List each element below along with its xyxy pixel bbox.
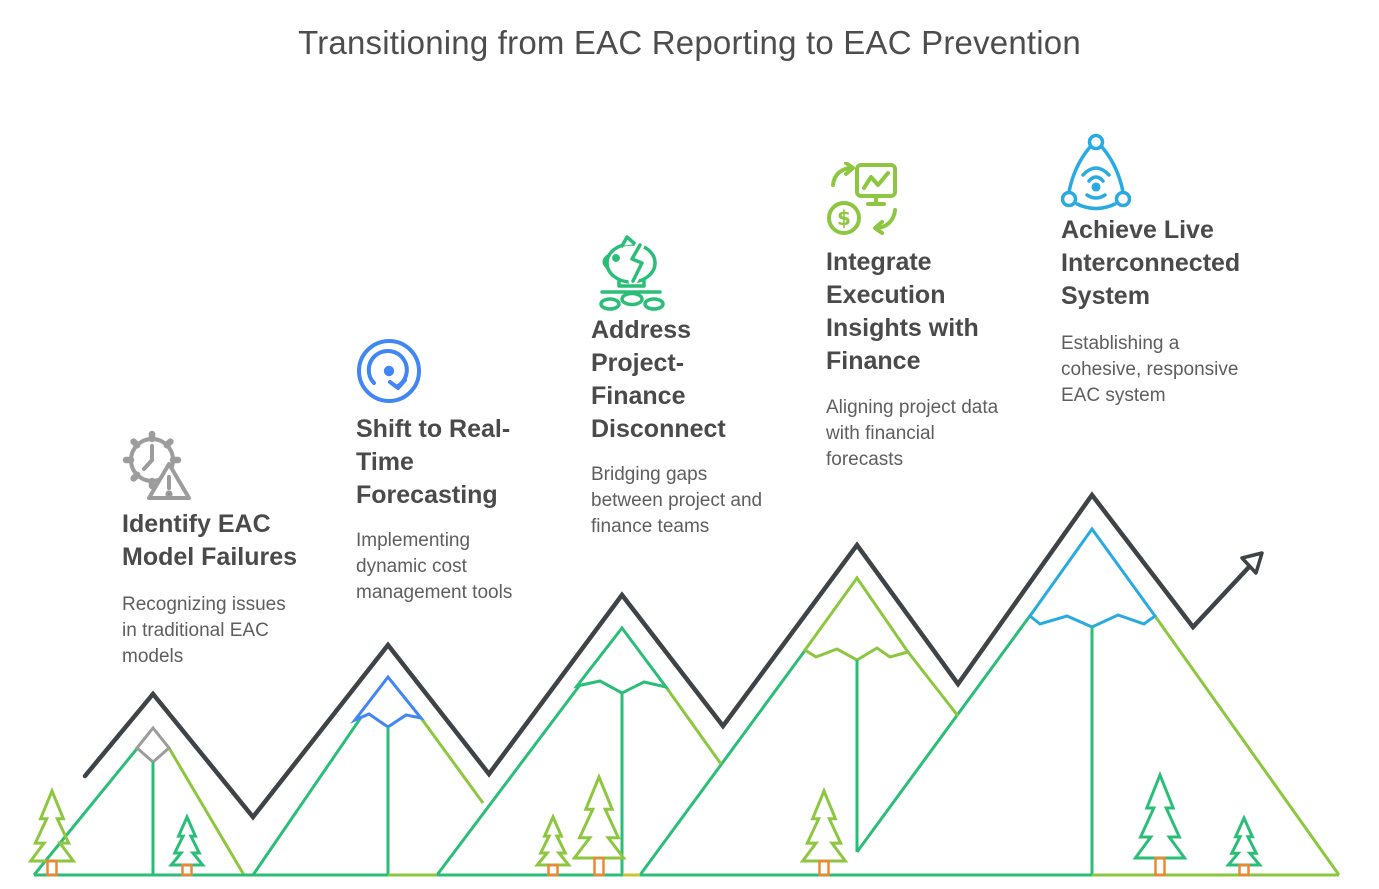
stage-title: Address Project- Finance Disconnect	[591, 316, 726, 443]
svg-text:$: $	[837, 206, 851, 230]
refresh-cycle-icon	[356, 337, 424, 405]
pine-tree	[27, 787, 77, 863]
stage-description: Aligning project data with financial for…	[826, 397, 999, 470]
stage-description: Establishing a cohesive, responsive EAC …	[1061, 333, 1239, 406]
mountain-ridge-lines	[151, 627, 1094, 875]
pine-tree	[1225, 814, 1263, 867]
tree-trunk	[818, 859, 830, 877]
stage-title: Achieve Live Interconnected System	[1061, 216, 1241, 310]
pine-tree	[1132, 770, 1188, 860]
tree-trunk	[181, 863, 193, 877]
arrowhead-icon	[1240, 551, 1264, 575]
stage-title: Shift to Real- Time Forecasting	[356, 415, 511, 509]
snowcap-blue	[350, 674, 425, 729]
pine-tree	[168, 813, 206, 867]
snowcap-gray-diamond	[134, 725, 172, 764]
snowcap-cyan	[1027, 526, 1158, 629]
stage-title: Identify EAC Model Failures	[122, 510, 298, 571]
stage-title: Integrate Execution Insights with Financ…	[826, 248, 979, 375]
page-title: Transitioning from EAC Reporting to EAC …	[298, 24, 1081, 61]
pine-trees	[27, 770, 1263, 877]
stage-description: Implementing dynamic cost management too…	[356, 530, 513, 603]
pine-tree	[799, 787, 849, 863]
broken-piggy-bank-icon	[591, 233, 669, 311]
mountain-right-edges	[167, 615, 1341, 876]
stage-description: Recognizing issues in traditional EAC mo…	[122, 594, 286, 667]
connected-network-icon	[1061, 133, 1131, 215]
pine-tree	[571, 773, 627, 860]
tree-trunk	[46, 859, 58, 877]
tree-trunk	[593, 856, 605, 877]
tree-trunk	[1238, 863, 1250, 877]
summit-outline-arrow	[82, 491, 1264, 821]
gear-clock-warning-icon	[122, 428, 194, 506]
money-monitor-cycle-icon: $	[826, 162, 902, 236]
stage-description: Bridging gaps between project and financ…	[591, 464, 763, 537]
tree-trunk	[1154, 856, 1166, 877]
tree-trunk	[547, 863, 559, 877]
pine-tree	[534, 813, 572, 867]
